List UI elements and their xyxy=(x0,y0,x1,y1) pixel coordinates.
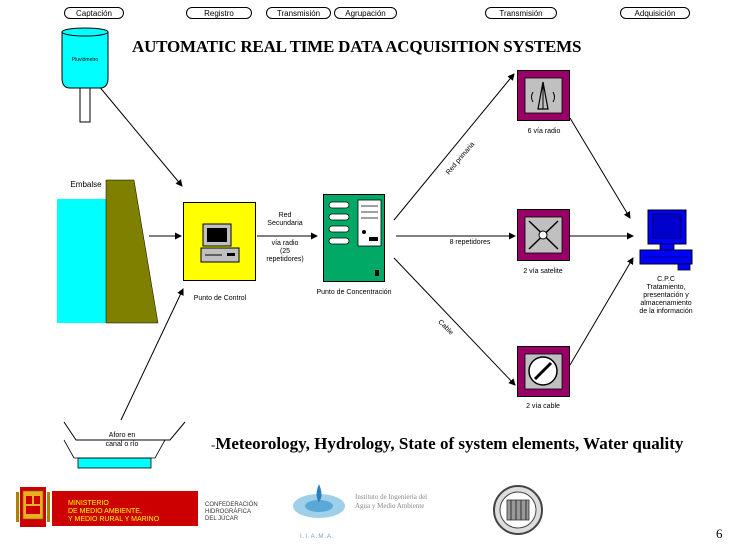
iiama-text-2: Agua y Medio Ambiente xyxy=(355,502,425,510)
stage-captacion: Captación xyxy=(64,7,124,19)
reservoir-label: Embalse xyxy=(70,180,102,189)
stage-agrupacion: Agrupación xyxy=(334,7,397,19)
satellite-station-label: 2 vía satelite xyxy=(523,268,563,275)
control-point-label: Punto de Control xyxy=(193,295,247,302)
secondary-net-label-3: vía radio xyxy=(271,240,299,247)
stage-transmision-2: Transmisión xyxy=(485,7,557,19)
cpc-label-3: presentación y xyxy=(643,292,689,299)
secondary-net-label-1: Red xyxy=(278,212,292,219)
stage-registro: Registro xyxy=(186,7,252,19)
subtitle-text: Meteorology, Hydrology, State of system … xyxy=(215,434,684,453)
secondary-net-label-4: (25 xyxy=(279,248,291,255)
subtitle-dash: - xyxy=(211,437,216,452)
ministry-banner xyxy=(52,491,198,526)
iiama-abbr: I.I.A.M.A. xyxy=(300,534,335,540)
pluviometer-label: Pluviómetro xyxy=(71,57,99,63)
ministry-text-2: DE MEDIO AMBIENTE, xyxy=(68,508,142,515)
cpc-label-1: C.P.C xyxy=(657,276,675,283)
iiama-text-1: Instituto de Ingeniería del xyxy=(355,493,428,501)
stage-adquisicion: Adquisición xyxy=(620,7,690,19)
confederacion-logo-bg xyxy=(200,491,256,526)
subtitle: -Meteorology, Hydrology, State of system… xyxy=(211,433,731,455)
gauge-label-2: canal o río xyxy=(105,441,139,448)
gauge-label-1: Aforo en xyxy=(108,432,136,439)
concentration-point-label: Punto de Concentración xyxy=(316,289,392,296)
cable-station-label: 2 vía cable xyxy=(526,403,560,410)
secondary-net-label-2: Secundaria xyxy=(267,220,303,227)
repeaters-label: 8 repetidores xyxy=(449,239,491,246)
page-title: AUTOMATIC REAL TIME DATA ACQUISITION SYS… xyxy=(132,37,582,56)
ministry-text-1: MINISTERIO xyxy=(68,500,109,507)
ministry-text-3: Y MEDIO RURAL Y MARINO xyxy=(68,516,160,523)
cpc-label-2: Tratamiento, xyxy=(646,284,686,291)
confed-text-2: HIDROGRÁFICA xyxy=(205,509,252,515)
cpc-label-5: de la información xyxy=(639,308,693,315)
radio-station-label: 6 vía radio xyxy=(527,128,561,135)
cpc-label-4: almacenamiento xyxy=(640,300,692,307)
confed-text-3: DEL JÚCAR xyxy=(205,516,239,522)
page-number: 6 xyxy=(716,526,723,541)
reservoir-water xyxy=(57,199,109,323)
secondary-net-label-5: repetidores) xyxy=(266,256,304,263)
confed-text-1: CONFEDERACIÓN xyxy=(205,502,258,508)
stage-transmision-1: Transmisión xyxy=(266,7,331,19)
